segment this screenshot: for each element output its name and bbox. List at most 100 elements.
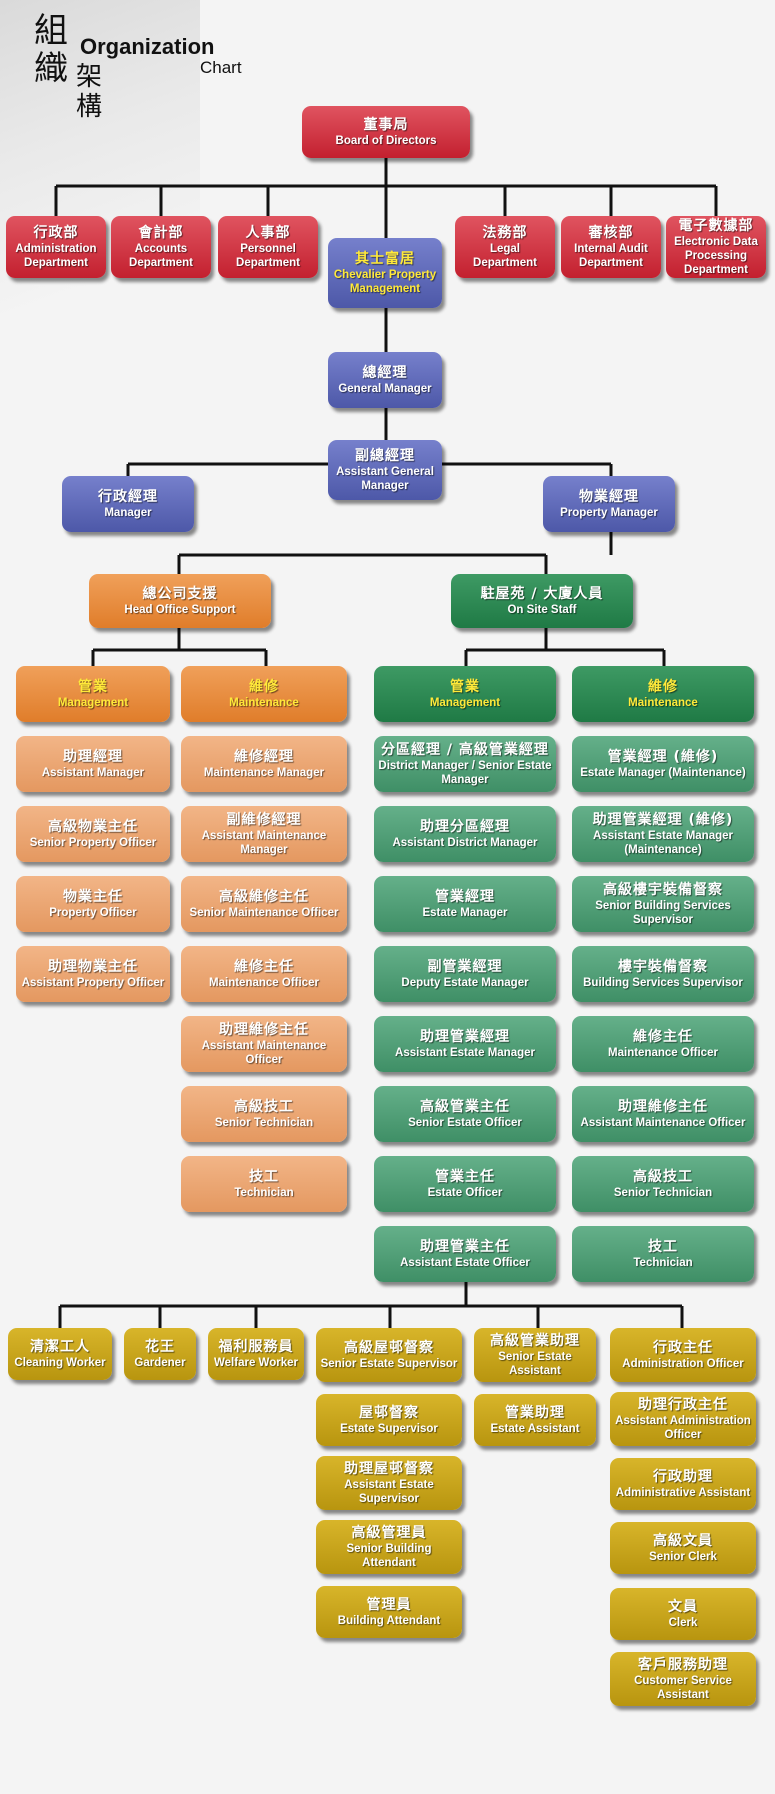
role-zh: 高級維修主任: [219, 888, 309, 905]
role-en: Maintenance Officer: [209, 976, 319, 989]
role-zh: 助理管業主任: [420, 1238, 510, 1255]
role-zh: 文員: [668, 1598, 698, 1615]
role-gardener: 花王 Gardener: [124, 1328, 196, 1380]
role-zh: 助理管業經理 (維修): [592, 811, 734, 828]
role-en: Technician: [234, 1186, 294, 1199]
role-zh: 高級技工: [633, 1168, 693, 1185]
role-zh: 助理分區經理: [420, 818, 510, 835]
node-zh: 副總經理: [355, 447, 415, 464]
role-senior-estate-assistant: 高級管業助理 Senior Estate Assistant: [474, 1328, 596, 1382]
role-en: Maintenance Officer: [608, 1046, 718, 1059]
node-on-site-staff: 駐屋苑 / 大廈人員 On Site Staff: [451, 574, 633, 628]
role-property-officer: 物業主任 Property Officer: [16, 876, 170, 932]
node-en: Administration Department: [15, 242, 97, 269]
node-accounts-department: 會計部 Accounts Department: [111, 216, 211, 278]
node-en: Legal Department: [473, 242, 537, 269]
node-general-manager: 總經理 General Manager: [328, 352, 442, 408]
title-english: Organization: [80, 34, 215, 59]
role-en: Deputy Estate Manager: [401, 976, 529, 989]
role-zh: 維修主任: [633, 1028, 693, 1045]
role-zh: 物業主任: [63, 888, 123, 905]
node-administration-department: 行政部 Administration Department: [6, 216, 106, 278]
node-en: Chevalier Property Management: [333, 268, 437, 295]
role-estate-manager: 管業經理 Estate Manager: [374, 876, 556, 932]
node-en: Accounts Department: [129, 242, 193, 269]
role-en: Assistant Maintenance Officer: [580, 1116, 746, 1129]
node-en: Board of Directors: [335, 134, 437, 147]
node-en: Manager: [104, 506, 152, 519]
node-zh: 電子數據部: [678, 217, 754, 234]
node-en: Maintenance: [229, 696, 299, 709]
node-property-manager: 物業經理 Property Manager: [543, 476, 675, 532]
role-en: Building Services Supervisor: [583, 976, 743, 989]
role-assistant-estate-officer: 助理管業主任 Assistant Estate Officer: [374, 1226, 556, 1282]
node-en: Property Manager: [560, 506, 658, 519]
role-zh: 助理維修主任: [219, 1021, 309, 1038]
role-estate-assistant: 管業助理 Estate Assistant: [474, 1394, 596, 1446]
node-zh: 維修: [648, 678, 678, 695]
role-zh: 管業經理 (維修): [607, 748, 719, 765]
node-zh: 物業經理: [579, 488, 639, 505]
role-zh: 花王: [145, 1338, 175, 1355]
role-en: Administration Officer: [622, 1357, 744, 1370]
role-en: Assistant District Manager: [392, 836, 538, 849]
role-en: Assistant Estate Manager (Maintenance): [593, 829, 733, 856]
node-zh: 法務部: [482, 224, 528, 241]
title-chinese-4: 構: [76, 92, 103, 122]
role-zh: 行政主任: [653, 1339, 713, 1356]
role-onsite-senior-technician: 高級技工 Senior Technician: [572, 1156, 754, 1212]
role-senior-property-officer: 高級物業主任 Senior Property Officer: [16, 806, 170, 862]
role-en: Assistant Estate Manager: [395, 1046, 535, 1059]
role-assistant-estate-supervisor: 助理屋邨督察 Assistant Estate Supervisor: [316, 1456, 462, 1510]
role-zh: 行政助理: [653, 1468, 713, 1485]
node-on-site-management: 管業 Management: [374, 666, 556, 722]
role-en: Senior Property Officer: [29, 836, 157, 849]
node-admin-manager: 行政經理 Manager: [62, 476, 194, 532]
role-zh: 助理屋邨督察: [344, 1460, 434, 1477]
role-onsite-technician: 技工 Technician: [572, 1226, 754, 1282]
role-zh: 管理員: [366, 1596, 412, 1613]
role-assistant-maintenance-manager: 副維修經理 Assistant Maintenance Manager: [181, 806, 347, 862]
node-zh: 總公司支援: [142, 585, 218, 602]
node-head-office-support: 總公司支援 Head Office Support: [89, 574, 271, 628]
role-zh: 樓宇裝備督察: [618, 958, 708, 975]
role-en: Estate Manager (Maintenance): [580, 766, 746, 779]
role-zh: 副管業經理: [427, 958, 503, 975]
node-en: Assistant General Manager: [336, 465, 434, 492]
role-zh: 福利服務員: [218, 1338, 294, 1355]
role-assistant-district-manager: 助理分區經理 Assistant District Manager: [374, 806, 556, 862]
title-chinese-3: 架: [76, 62, 103, 92]
role-en: District Manager / Senior Estate Manager: [378, 759, 552, 786]
role-en: Building Attendant: [337, 1614, 441, 1627]
node-head-office-management: 管業 Management: [16, 666, 170, 722]
node-zh: 其士富居: [355, 250, 415, 267]
role-en: Estate Officer: [427, 1186, 503, 1199]
role-en: Assistant Maintenance Officer: [201, 1039, 327, 1066]
node-en: General Manager: [338, 382, 432, 395]
role-en: Welfare Worker: [214, 1356, 298, 1369]
role-en: Property Officer: [49, 906, 137, 919]
node-zh: 駐屋苑 / 大廈人員: [480, 585, 604, 602]
role-zh: 管業助理: [505, 1404, 565, 1421]
node-internal-audit-department: 審核部 Internal Audit Department: [561, 216, 661, 278]
node-on-site-maintenance: 維修 Maintenance: [572, 666, 754, 722]
role-zh: 維修主任: [234, 958, 294, 975]
node-zh: 行政經理: [98, 488, 158, 505]
role-en: Gardener: [134, 1356, 186, 1369]
title-english-sub: Chart: [200, 58, 242, 77]
role-zh: 高級管業主任: [420, 1098, 510, 1115]
role-assistant-estate-manager-maintenance: 助理管業經理 (維修) Assistant Estate Manager (Ma…: [572, 806, 754, 862]
title-chinese-1: 組: [34, 11, 68, 51]
role-estate-manager-maintenance: 管業經理 (維修) Estate Manager (Maintenance): [572, 736, 754, 792]
node-en: Management: [57, 696, 129, 709]
node-en: Personnel Department: [236, 242, 300, 269]
role-en: Assistant Manager: [41, 766, 145, 779]
role-administration-officer: 行政主任 Administration Officer: [610, 1328, 756, 1382]
role-zh: 客戶服務助理: [638, 1656, 728, 1673]
role-en: Assistant Property Officer: [21, 976, 165, 989]
role-en: Senior Estate Officer: [408, 1116, 522, 1129]
role-assistant-administration-officer: 助理行政主任 Assistant Administration Officer: [610, 1392, 756, 1446]
role-en: Senior Building Services Supervisor: [595, 899, 731, 926]
role-en: Senior Technician: [214, 1116, 314, 1129]
node-en: Electronic Data Processing Department: [674, 235, 758, 276]
